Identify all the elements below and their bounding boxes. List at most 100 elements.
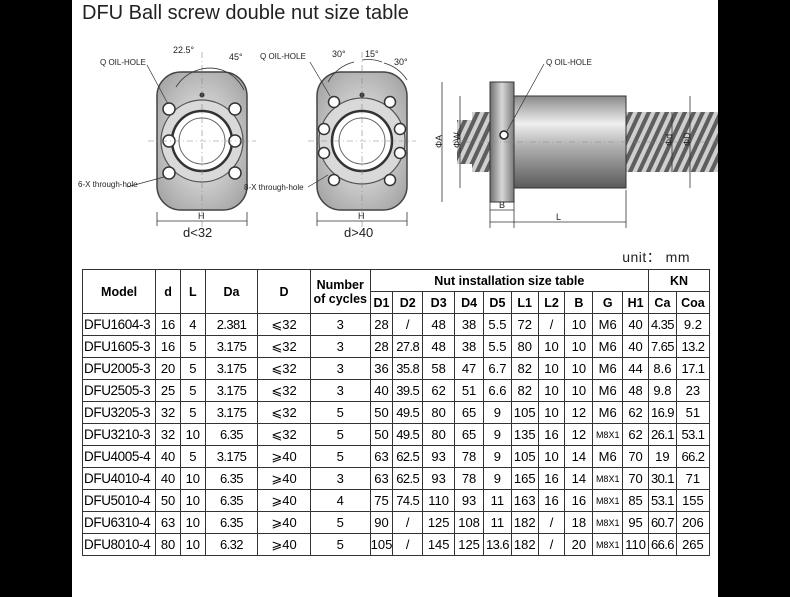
table-cell: 70 (622, 467, 649, 490)
table-cell: 82 (510, 379, 539, 402)
table-cell: 63 (369, 445, 394, 468)
table-cell: 5 (309, 401, 371, 424)
table-cell: 50 (155, 489, 181, 512)
table-cell: 48 (422, 335, 456, 358)
ball-nut-side-view: Q OIL-HOLE ΦA ΦW Φd ΦD B L (434, 58, 718, 228)
flange-front-view-large: 30° 15° 30° Q OIL-HOLE 8-X through-hole … (244, 49, 416, 240)
table-cell: 4 (309, 489, 371, 512)
table-cell: 12 (564, 401, 594, 424)
table-cell: 125 (422, 511, 456, 534)
h-dimension-left: H (198, 211, 205, 221)
table-cell: 265 (675, 533, 711, 556)
table-cell: 28 (369, 335, 394, 358)
table-cell: 65 (454, 401, 484, 424)
table-cell: 40 (369, 379, 394, 402)
col-model: Model (81, 269, 157, 314)
table-cell: 9 (483, 423, 512, 446)
table-cell: 82 (510, 357, 539, 380)
table-cell: 74.5 (392, 489, 424, 512)
table-cell: 10 (179, 489, 206, 512)
table-cell: / (537, 533, 566, 556)
dim-a-label: ΦA (434, 135, 444, 148)
col-d: d (155, 269, 181, 314)
table-cell: 53.1 (648, 489, 677, 512)
table-cell: ⩾40 (257, 533, 311, 556)
table-cell: 65 (454, 423, 484, 446)
table-cell: 80 (422, 401, 456, 424)
col-da: Da (204, 269, 259, 314)
col-d4: D4 (454, 291, 484, 314)
table-cell: 3 (309, 313, 371, 336)
table-cell: 3 (309, 467, 371, 490)
dim-b-label: B (499, 200, 505, 210)
table-cell: 25 (155, 379, 181, 402)
col-coa: Coa (675, 291, 711, 314)
table-cell: 5 (179, 335, 206, 358)
col-l: L (179, 269, 206, 314)
unit-label: unit： mm (622, 249, 690, 265)
table-cell: 10 (179, 533, 206, 556)
table-cell: M6 (592, 357, 624, 380)
table-cell: 50 (369, 423, 394, 446)
model-cell: DFU4010-4 (81, 467, 157, 490)
table-cell: ⩾40 (257, 445, 311, 468)
table-cell: 28 (369, 313, 394, 336)
table-cell: 26.1 (648, 423, 677, 446)
model-cell: DFU5010-4 (81, 489, 157, 512)
table-cell: 51 (675, 401, 711, 424)
table-cell: 3 (309, 357, 371, 380)
table-cell: 10 (564, 379, 594, 402)
table-cell: 80 (155, 533, 181, 556)
table-cell: 6.7 (483, 357, 512, 380)
table-cell: / (537, 511, 566, 534)
table-cell: / (392, 533, 424, 556)
table-cell: 206 (675, 511, 711, 534)
table-cell: 48 (622, 379, 649, 402)
table-header: Model d L Da D Number of cycles Nut inst… (81, 269, 711, 314)
table-cell: 27.8 (392, 335, 424, 358)
table-cell: 30.1 (648, 467, 677, 490)
table-cell: 3.175 (204, 445, 259, 468)
table-cell: 20 (564, 533, 594, 556)
table-cell: M8X1 (592, 489, 624, 512)
table-cell: 9 (483, 467, 512, 490)
table-cell: M8X1 (592, 467, 624, 490)
caption-mid: d>40 (344, 225, 373, 240)
table-cell: 78 (454, 445, 484, 468)
table-cell: ⩽32 (257, 335, 311, 358)
col-g: G (592, 291, 624, 314)
angle-label-left-2: 45° (229, 52, 243, 62)
model-cell: DFU3210-3 (81, 423, 157, 446)
table-cell: 155 (675, 489, 711, 512)
dim-l-label: L (556, 212, 561, 222)
table-cell: 3 (309, 379, 371, 402)
table-cell: 10 (179, 423, 206, 446)
col-cycles: Number of cycles (309, 269, 371, 314)
table-cell: 14 (564, 467, 594, 490)
model-cell: DFU4005-4 (81, 445, 157, 468)
col-d3: D3 (422, 291, 456, 314)
table-cell: 93 (454, 489, 484, 512)
col-d2: D2 (392, 291, 424, 314)
table-cell: 12 (564, 423, 594, 446)
table-cell: 5 (309, 533, 371, 556)
table-cell: 4 (179, 313, 206, 336)
table-cell: / (392, 313, 424, 336)
table-cell: 23 (675, 379, 711, 402)
table-cell: M8X1 (592, 423, 624, 446)
table-cell: M8X1 (592, 511, 624, 534)
model-cell: DFU2505-3 (81, 379, 157, 402)
table-cell: 35.8 (392, 357, 424, 380)
table-cell: 47 (454, 357, 484, 380)
page-title: DFU Ball screw double nut size table (82, 2, 409, 24)
table-cell: 108 (454, 511, 484, 534)
table-cell: 18 (564, 511, 594, 534)
model-cell: DFU3205-3 (81, 401, 157, 424)
